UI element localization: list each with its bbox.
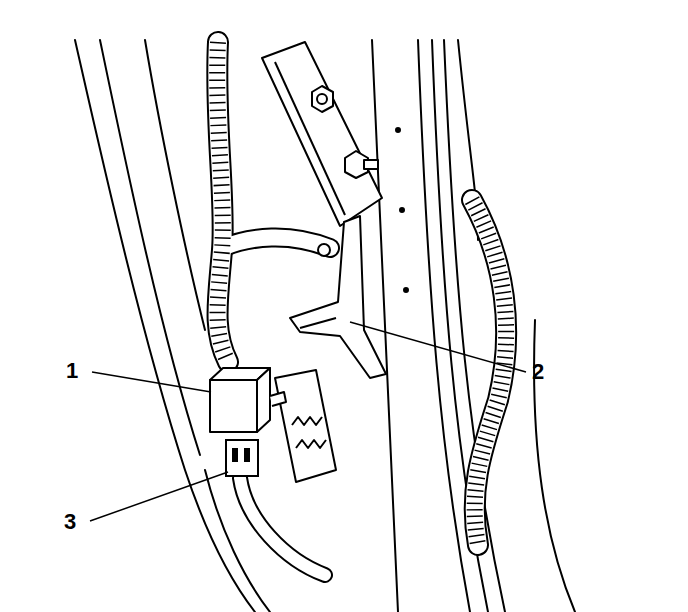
tab-edge [300, 318, 336, 328]
relay-side [257, 368, 270, 432]
pillar-edge [145, 40, 205, 330]
relay [210, 368, 286, 432]
door-frame [372, 40, 575, 612]
left-harness [217, 42, 330, 362]
harness-fill [472, 200, 506, 545]
body-pillar [75, 40, 270, 612]
bracket-edge [275, 62, 345, 215]
harness-clip [318, 244, 330, 256]
leader-line [350, 322, 526, 372]
leader-line [90, 472, 228, 521]
pad-zigzag [296, 440, 326, 448]
callout-number: 1 [66, 360, 78, 382]
pad-zigzag [292, 417, 322, 425]
frame-edge [372, 40, 398, 612]
harness-branch-outline [222, 237, 330, 248]
pillar-edge [75, 40, 255, 612]
connector-body [226, 440, 258, 476]
mount-bracket [262, 42, 382, 226]
harness-branch-fill [222, 237, 330, 248]
leader-line [92, 372, 211, 392]
leader-lines [90, 322, 526, 521]
stud [364, 160, 378, 169]
rivet [404, 288, 408, 292]
callout-number: 2 [532, 361, 544, 383]
bolt-washer [317, 94, 327, 104]
rivet [396, 128, 400, 132]
harness-fill [217, 42, 228, 362]
relay-connector [226, 440, 325, 575]
wire-outline [240, 478, 325, 575]
rivet [400, 208, 404, 212]
foam-pad [275, 370, 336, 482]
relay-clip [270, 392, 286, 406]
harness-outline [472, 200, 506, 545]
harness-outline [217, 42, 228, 362]
callout-number: 3 [64, 511, 76, 533]
wire-fill [240, 478, 325, 575]
right-harness [472, 200, 506, 545]
connector-pin [232, 448, 238, 462]
pad-outline [275, 370, 336, 482]
harness-wrap [217, 42, 228, 362]
connector-pin [244, 448, 250, 462]
bracket-plate [262, 42, 382, 226]
relay-front [210, 380, 257, 432]
harness-wrap [472, 200, 506, 545]
bolt-head [312, 86, 333, 112]
